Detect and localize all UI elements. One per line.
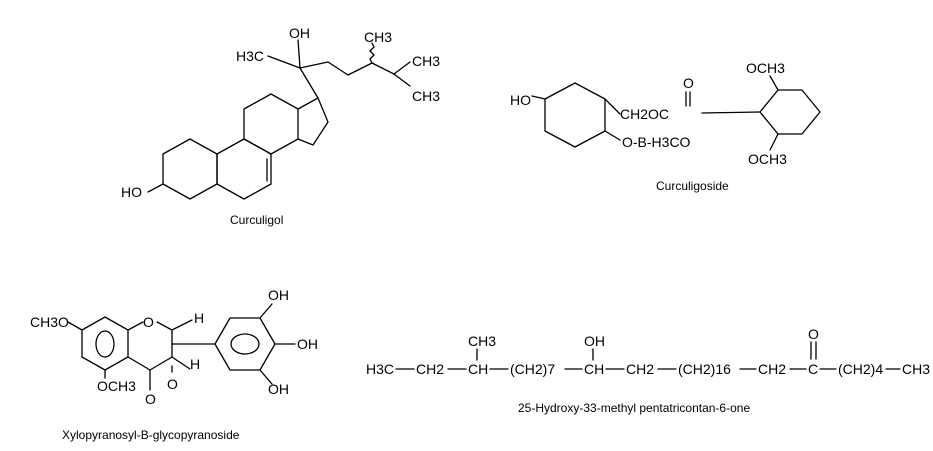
curculigoside-och3-top-bond (769, 75, 779, 91)
curculigol-ch3-right1-label: CH3 (412, 53, 440, 69)
curculigol-structure: HO OH H3C CH3 CH3 CH3 Curculigol (121, 25, 440, 227)
curculigoside-ho-label: HO (510, 92, 531, 108)
curculigoside-obh3co-label: O-B-H3CO (622, 134, 691, 150)
penta-ch-1: CH (468, 361, 488, 377)
xylo-ring-o-label: O (143, 314, 154, 330)
xylo-o-sub-label: O (167, 376, 178, 392)
xylo-och3-label: OCH3 (97, 378, 136, 394)
xylo-oh1-label: OH (268, 287, 289, 303)
xylo-oh1-bond (259, 303, 273, 319)
curculigol-c20-bond (299, 67, 319, 99)
xylo-h-mid-label: H (190, 356, 200, 372)
penta-ch-2: CH (584, 361, 604, 377)
curculigol-caption: Curculigol (230, 213, 283, 227)
xylo-ring-c-bond-2 (149, 356, 173, 371)
curculigoside-ch2-bond (604, 98, 621, 115)
curculigol-chain-bond-4 (371, 62, 395, 75)
curculigoside-ho-bond (531, 95, 546, 100)
curculigol-ring-c (243, 93, 299, 155)
curculigoside-och3-bottom-bond (769, 133, 779, 151)
curculigol-ho-bond (147, 183, 164, 193)
curculigoside-o-bond (604, 130, 621, 141)
curculigol-ipr-bond-1 (393, 61, 411, 75)
xylo-ring-o-bond-2 (156, 321, 173, 331)
curculigol-ring-d (297, 97, 329, 146)
xylo-keto-o-label: O (145, 391, 156, 407)
penta-ch3-top: CH3 (468, 333, 496, 349)
curculigol-ring-a (162, 138, 218, 200)
curculigol-ch3-right2-label: CH3 (412, 88, 440, 104)
curculigol-ho-label: HO (121, 184, 142, 200)
penta-ch2-16: (CH2)16 (678, 361, 731, 377)
curculigol-ipr-bond-2 (393, 73, 411, 87)
xylo-ring-o-bond-1 (127, 321, 144, 331)
penta-oh-top: OH (584, 333, 605, 349)
xylo-ring-a (81, 316, 129, 371)
xylo-h-top-label: H (194, 310, 204, 326)
penta-ch2-4: (CH2)4 (838, 361, 883, 377)
penta-ch2-2: CH2 (626, 361, 654, 377)
curculigol-ring-b (216, 138, 272, 200)
curculigoside-ester-bond (701, 111, 761, 114)
xylo-ring-b-aromatic (230, 333, 260, 355)
curculigoside-ch2oc-label: CH2OC (620, 106, 669, 122)
curculigol-chain-bond-3 (347, 62, 373, 76)
xylo-oh2-label: OH (297, 336, 318, 352)
xylo-h-mid-bond (171, 356, 191, 370)
xylopyranosyl-caption: Xylopyranosyl-B-glycopyranoside (62, 428, 240, 442)
curculigol-ch3-top-label: CH3 (364, 29, 392, 45)
curculigol-oh-bond (297, 39, 301, 69)
xylo-h-top-bond (171, 319, 193, 331)
xylo-ring-a-aromatic (95, 330, 115, 358)
pentatricontanone-caption: 25-Hydroxy-33-methyl pentatricontan-6-on… (518, 401, 750, 415)
curculigoside-ring-right (759, 89, 821, 135)
curculigol-chain-bond-1 (299, 61, 329, 69)
xylo-ring-c-bond-3 (127, 356, 151, 371)
curculigoside-och3-top-label: OCH3 (746, 60, 785, 76)
curculigol-wavy-bond (369, 42, 375, 64)
curculigol-oh-label: OH (289, 25, 310, 41)
penta-c: C (808, 361, 818, 377)
xylo-ch3o-bond (67, 321, 83, 331)
penta-keto-o: O (808, 326, 819, 342)
xylopyranosyl-structure: O O CH3O OCH3 H H O OH OH OH Xylopyranos… (30, 287, 318, 442)
curculigol-chain-bond-2 (327, 61, 349, 76)
pentatricontanone-structure: H3C CH2 CH CH3 (CH2)7 CH OH CH2 (CH2)16 … (366, 326, 930, 415)
penta-ch3-end: CH3 (902, 361, 930, 377)
penta-h3c: H3C (366, 361, 394, 377)
curculigoside-carbonyl-o-label: O (683, 75, 694, 91)
penta-ch2-3: CH2 (758, 361, 786, 377)
curculigol-methyl-bond (267, 55, 301, 69)
curculigol-h3c-label: H3C (236, 48, 264, 64)
penta-ch2-7: (CH2)7 (510, 361, 555, 377)
curculigoside-ring-left (544, 82, 606, 148)
curculigoside-caption: Curculigoside (656, 179, 729, 193)
xylo-oh3-bond (259, 369, 273, 385)
curculigoside-och3-bottom-label: OCH3 (748, 151, 787, 167)
xylo-ring-b (214, 317, 276, 371)
curculigoside-structure: HO CH2OC O O-B-H3CO OCH3 OCH3 Curculigos… (510, 60, 821, 193)
xylo-ch3o-label: CH3O (30, 314, 69, 330)
xylo-oh3-label: OH (268, 381, 289, 397)
penta-ch2-1: CH2 (416, 361, 444, 377)
